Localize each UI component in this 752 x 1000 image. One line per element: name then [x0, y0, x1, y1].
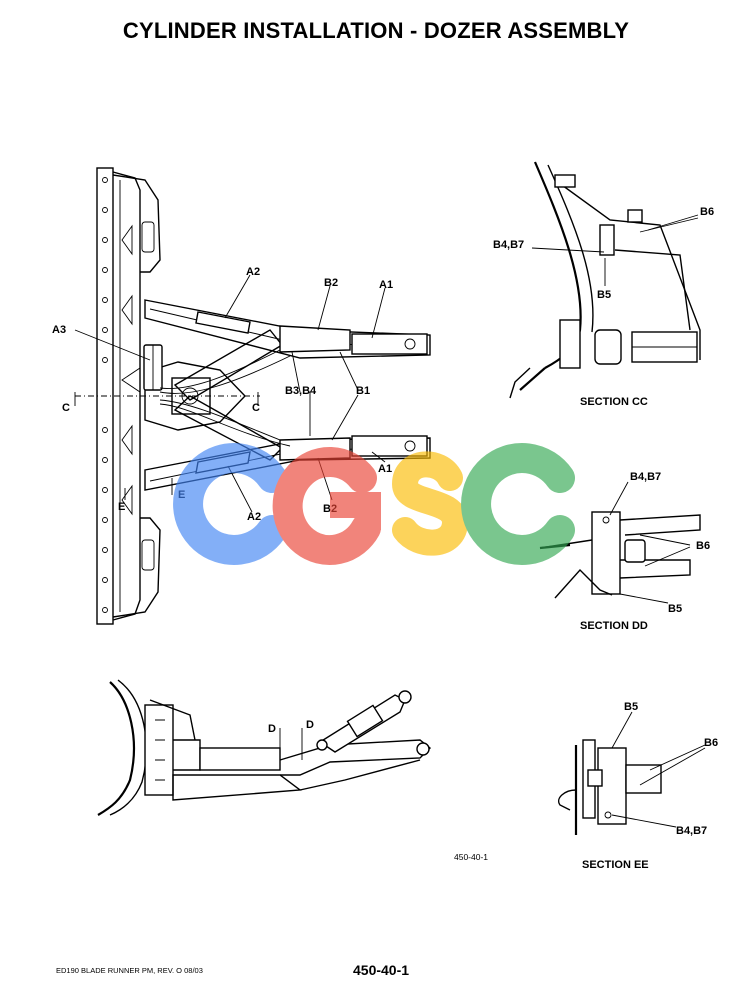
side-view-drawing — [97, 679, 432, 816]
watermark-letter-c2 — [461, 443, 575, 565]
label-d-right: D — [306, 719, 314, 731]
label-d-left: D — [268, 723, 276, 735]
label-a2-bottom: A2 — [247, 511, 261, 523]
watermark-logo — [173, 443, 575, 565]
watermark-letter-s — [391, 451, 469, 556]
label-cc-b5: B5 — [597, 289, 611, 301]
label-b1: B1 — [356, 385, 370, 397]
label-ee-b5: B5 — [624, 701, 638, 713]
footer-document-id: ED190 BLADE RUNNER PM, REV. O 08/03 — [56, 966, 203, 975]
label-b3-b4: B3,B4 — [285, 385, 317, 397]
section-cc-caption: SECTION CC — [580, 396, 648, 408]
label-cc-b6: B6 — [700, 206, 714, 218]
section-ee-caption: SECTION EE — [582, 859, 649, 871]
label-c-left: C — [62, 402, 70, 414]
label-a1-bottom: A1 — [378, 463, 392, 475]
section-dd-caption: SECTION DD — [580, 620, 648, 632]
section-ee-drawing — [558, 711, 706, 835]
section-dd-drawing — [539, 481, 701, 604]
watermark-letter-c1 — [173, 443, 287, 565]
label-dd-b4-b7: B4,B7 — [630, 471, 661, 483]
label-b2-top: B2 — [324, 277, 338, 289]
label-c-right: C — [252, 402, 260, 414]
label-ee-b4-b7: B4,B7 — [676, 825, 707, 837]
footer-page-number: 450-40-1 — [353, 962, 410, 978]
label-e-lower: E — [118, 501, 125, 513]
section-cc-drawing — [509, 161, 701, 399]
label-dd-b6: B6 — [696, 540, 710, 552]
label-cc-b4-b7: B4,B7 — [493, 239, 524, 251]
label-a1-top: A1 — [379, 279, 393, 291]
label-a2-top: A2 — [246, 266, 260, 278]
figure-number: 450-40-1 — [454, 852, 488, 862]
label-ee-b6: B6 — [704, 737, 718, 749]
label-a3: A3 — [52, 324, 66, 336]
label-dd-b5: B5 — [668, 603, 682, 615]
page-title: CYLINDER INSTALLATION - DOZER ASSEMBLY — [122, 18, 630, 43]
watermark-letter-g — [272, 447, 381, 565]
